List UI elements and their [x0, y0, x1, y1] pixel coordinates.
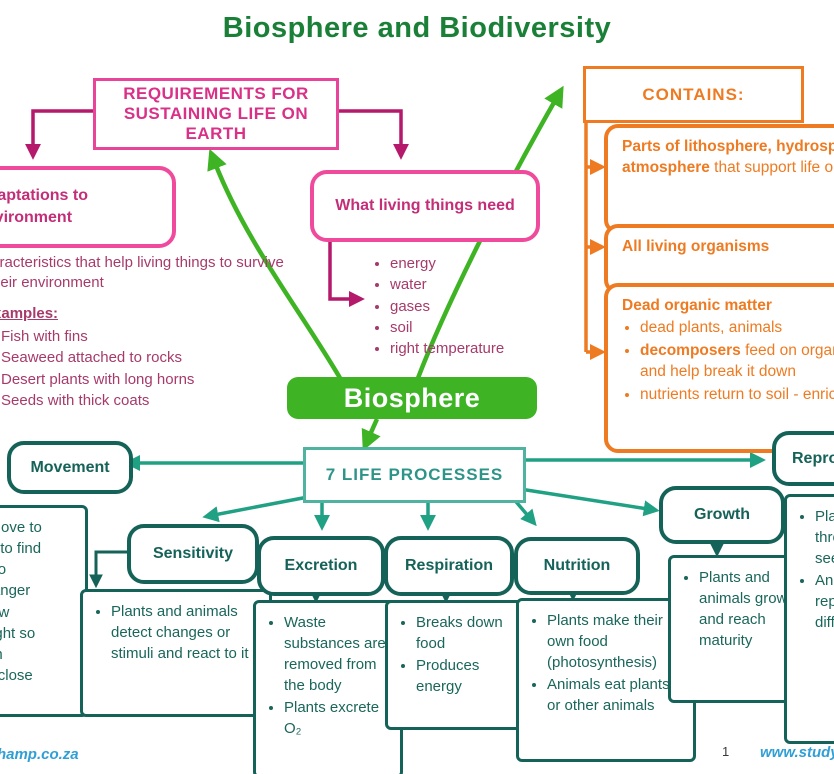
reproduction-detail-list: Plants reproduce through cuttings, seeds… — [795, 506, 834, 633]
list-item: Fish with fins — [1, 328, 88, 345]
dead-matter-title: Dead organic matter — [622, 297, 772, 314]
list-item: Seeds with thick coats — [1, 391, 150, 409]
contains-box-spheres-bold: Parts of lithosphere, hydrosphere, atmos… — [622, 138, 834, 177]
excretion-detail-list: Waste substances are removed from the bo… — [264, 612, 392, 739]
excretion-detail-box: Waste substances are removed from the bo… — [253, 600, 403, 774]
list-item: Animals reproduce in different ways — [815, 570, 834, 633]
biosphere-node: Biosphere — [287, 377, 537, 419]
orange-arrows — [584, 117, 606, 361]
list-item: Desert plants with long horns — [1, 370, 195, 388]
growth-detail-list: Plants and animals grow and reach maturi… — [679, 567, 799, 651]
magenta-arrows — [24, 109, 410, 308]
list-item: decomposers feed on organic matter and h… — [640, 340, 834, 383]
process-label-growth: Growth — [659, 486, 785, 544]
needs-label-box: What living things need — [310, 170, 540, 242]
nutrition-detail-list: Plants make their own food (photosynthes… — [527, 610, 685, 716]
requirements-header-box: REQUIREMENTS FOR SUSTAINING LIFE ON EART… — [93, 78, 339, 150]
movement-detail-list: Animals move to one place to find food a… — [0, 517, 77, 686]
list-item: dead plants, animals — [640, 317, 834, 338]
respiration-detail-list: Breaks down foodProduces energy — [396, 612, 524, 697]
process-label-reproduction: Reproduction — [772, 431, 834, 486]
adaptations-description: Characteristics that help living things … — [0, 254, 284, 292]
footer-url-right: www.studychamp.co.za — [760, 744, 834, 761]
life-processes-header-box: 7 LIFE PROCESSES — [303, 447, 526, 503]
decomposers-rest: feed on organic matter and help break it… — [640, 341, 834, 381]
contains-box-dead-matter: Dead organic matter dead plants, animals… — [604, 283, 834, 453]
needs-list: energywatergasessoilright temperature — [372, 253, 504, 360]
footer-url-left: www.studychamp.co.za — [0, 746, 79, 763]
list-item: Animals eat plants or other animals — [547, 674, 685, 716]
sensitivity-detail-list: Plants and animals detect changes or sti… — [91, 601, 261, 664]
process-label-excretion: Excretion — [257, 536, 385, 596]
list-item: Waste substances are removed from the bo… — [284, 612, 392, 696]
list-item: water — [390, 275, 504, 295]
reproduction-detail-box: Plants reproduce through cuttings, seeds… — [784, 494, 834, 744]
list-item: gases — [390, 297, 504, 317]
process-label-respiration: Respiration — [384, 536, 514, 596]
contains-box-spheres: Parts of lithosphere, hydrosphere, atmos… — [604, 124, 834, 234]
list-item: Plants and animals detect changes or sti… — [111, 601, 261, 664]
contains-header-box: CONTAINS: — [583, 66, 804, 123]
list-item: Plants grow towards light so leaves can … — [0, 602, 77, 686]
page-title: Biosphere and Biodiversity — [222, 12, 612, 44]
adaptations-label-box: Adaptations to environment — [0, 166, 176, 248]
list-item: soil — [390, 318, 504, 338]
list-item: Plants excrete O₂ — [284, 697, 392, 739]
list-item: Plants make their own food (photosynthes… — [547, 610, 685, 673]
list-item: Plants and animals grow and reach maturi… — [699, 567, 799, 651]
examples-heading: Examples: — [0, 305, 59, 322]
list-item: right temperature — [390, 339, 504, 359]
page-number: 1 — [722, 744, 730, 759]
sensitivity-detail-box: Plants and animals detect changes or sti… — [80, 589, 272, 717]
process-label-nutrition: Nutrition — [514, 537, 640, 595]
process-label-sensitivity: Sensitivity — [127, 524, 259, 584]
list-item: Animals move to one place to find food a… — [0, 517, 77, 601]
list-item: Produces energy — [416, 655, 524, 697]
list-item: Seaweed attached to rocks — [1, 349, 182, 367]
contains-box-spheres-rest: that support life on Earth — [714, 159, 834, 177]
list-item: Plants reproduce through cuttings, seeds — [815, 506, 834, 569]
dead-matter-list: dead plants, animals decomposers feed on… — [622, 317, 834, 405]
teal-process-arrows — [124, 451, 766, 531]
list-item: nutrients return to soil - enrich it — [640, 384, 834, 405]
list-item: Breaks down food — [416, 612, 524, 654]
list-item: energy — [390, 254, 504, 274]
decomposers-bold: decomposers — [640, 341, 741, 359]
movement-detail-box: Animals move to one place to find food a… — [0, 505, 88, 717]
process-label-movement: Movement — [7, 441, 133, 494]
respiration-detail-box: Breaks down foodProduces energy — [385, 600, 535, 730]
